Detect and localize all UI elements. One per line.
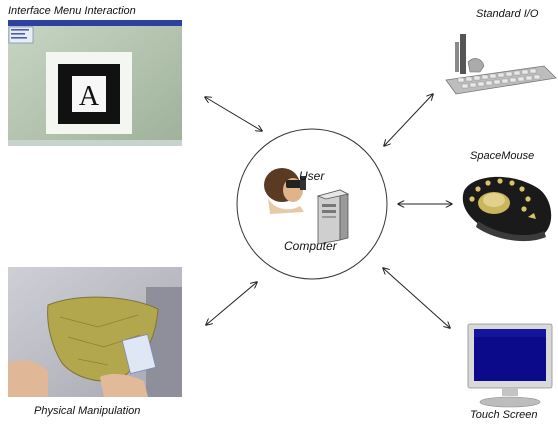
center-circle (236, 128, 388, 280)
interface-menu-screenshot: A (8, 20, 182, 146)
label-interface-menu: Interface Menu Interaction (8, 5, 136, 17)
arrow-touch-screen (383, 268, 450, 328)
label-physical-manipulation: Physical Manipulation (34, 405, 141, 417)
label-user-top: User (299, 169, 325, 183)
label-computer-top: Computer (284, 239, 337, 253)
arrow-physical (206, 282, 257, 325)
physical-manipulation-photo (8, 267, 182, 397)
arrow-standard-io (384, 94, 433, 146)
touch-screen-image (462, 322, 558, 408)
user-head-icon (264, 168, 306, 214)
standard-io-image (440, 22, 558, 100)
computer-tower-icon (316, 189, 350, 245)
menu-panel (8, 26, 34, 44)
spacemouse-image (458, 165, 558, 245)
label-standard-io: Standard I/O (476, 8, 539, 20)
label-spacemouse: SpaceMouse (470, 150, 535, 162)
arrow-interface-menu (205, 97, 262, 131)
marker-letter: A (79, 81, 100, 112)
label-touch-screen: Touch Screen (470, 409, 538, 421)
